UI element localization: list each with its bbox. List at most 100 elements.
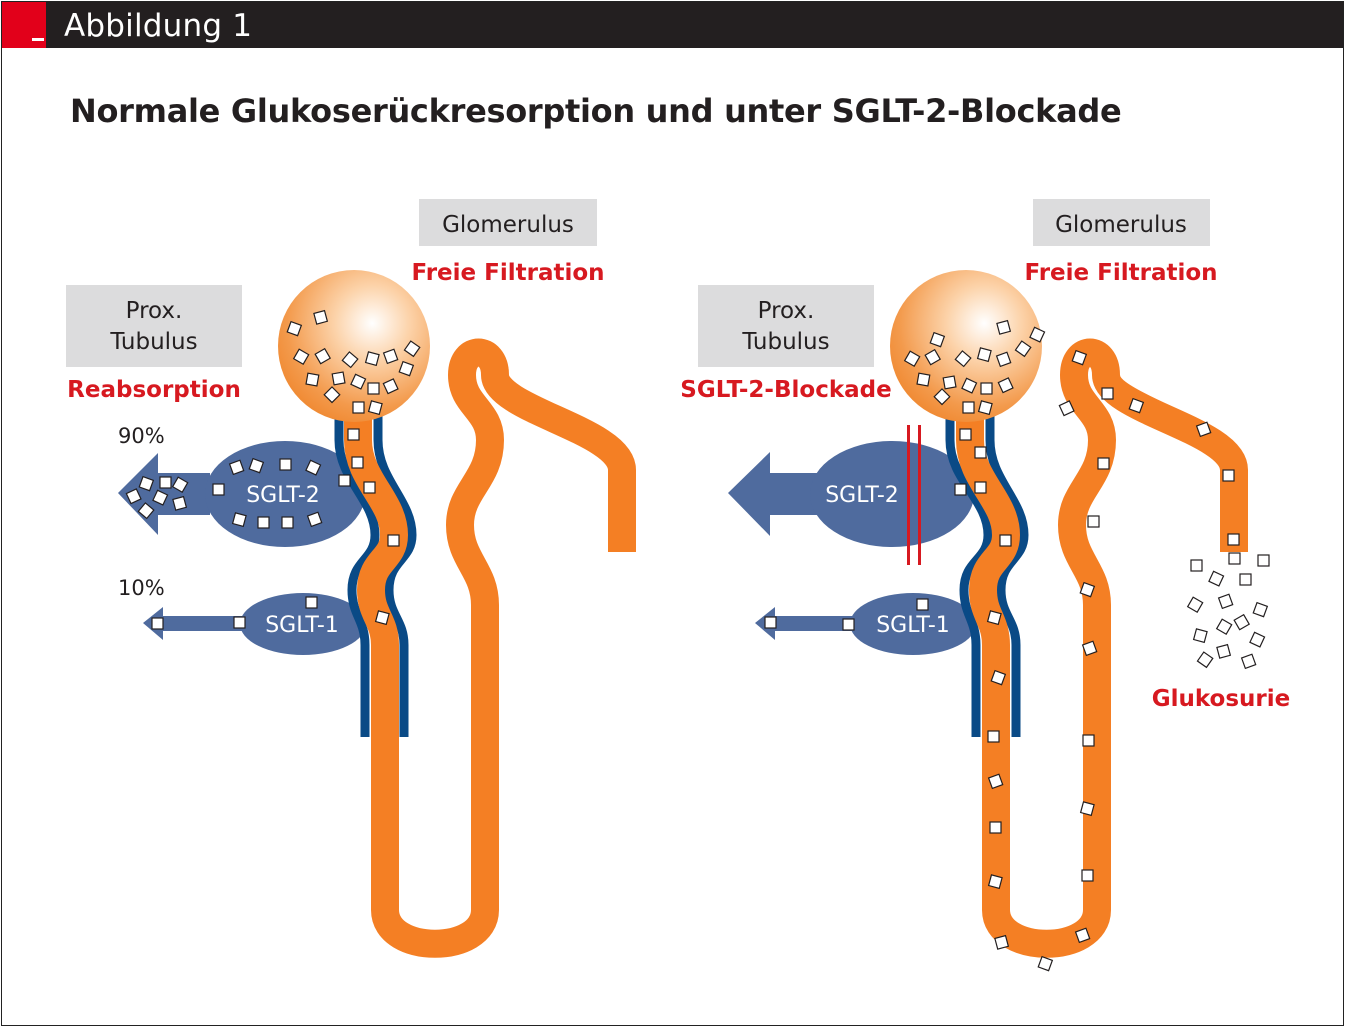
glucose (1196, 651, 1214, 669)
glucose (279, 458, 292, 471)
glucose (929, 331, 946, 348)
glucose (374, 610, 390, 626)
glucose (989, 821, 1002, 834)
glucose (257, 516, 270, 529)
glucose (1195, 421, 1212, 438)
right-tubulus-label-box (698, 285, 874, 367)
right-epithelium-inner (985, 412, 1029, 737)
left-tubulus-label-line2: Tubulus (109, 329, 197, 355)
glucose (314, 347, 332, 365)
right-filtration-label: Freie Filtration (1024, 260, 1217, 286)
glucose (1074, 927, 1091, 944)
glucose (1227, 533, 1240, 546)
glucose (1249, 631, 1266, 648)
glucose (382, 348, 399, 365)
glucose (171, 476, 189, 494)
glucose (987, 874, 1003, 890)
glucose (1186, 596, 1204, 614)
glucose (996, 319, 1012, 335)
left-glomerulus-label: Glomerulus (442, 212, 574, 238)
glucose (1014, 340, 1032, 358)
glucose (323, 386, 341, 404)
glucose (974, 481, 987, 494)
main-title: Normale Glukoserückresorption und unter … (70, 92, 1122, 130)
glucose (924, 348, 942, 366)
glucose (313, 309, 329, 325)
glucose (159, 476, 172, 489)
right-glomerulus-label: Glomerulus (1055, 212, 1187, 238)
glucose (1217, 593, 1234, 610)
right-sglt2-arrow (728, 452, 830, 536)
glucose (916, 372, 931, 387)
glucose (363, 481, 376, 494)
glucose (1087, 515, 1100, 528)
left-panel: Glomerulus Freie Filtration Prox. Tubulu… (66, 199, 636, 958)
glucose (1128, 397, 1145, 414)
glucose (997, 377, 1014, 394)
glucose (305, 372, 320, 387)
glucose (994, 934, 1010, 950)
left-sglt1-share: 10% (118, 576, 165, 600)
glucose (231, 512, 247, 528)
right-glukosurie-label: Glukosurie (1152, 686, 1291, 712)
glucose (986, 610, 1002, 626)
glucose (995, 351, 1012, 368)
glucose (125, 488, 142, 505)
right-blockade-label: SGLT-2-Blockade (680, 377, 891, 403)
glucose (233, 616, 246, 629)
glucose (367, 382, 380, 395)
glucose (1215, 618, 1233, 636)
glucose (980, 382, 993, 395)
glucose (292, 348, 310, 366)
glucose (350, 373, 367, 390)
glucose (987, 730, 1000, 743)
glucose (977, 400, 993, 416)
glucose (152, 489, 169, 506)
right-sglt2-label: SGLT-2 (825, 483, 899, 508)
header-accent (2, 2, 46, 48)
glucose (1216, 643, 1232, 659)
glucose (387, 534, 400, 547)
left-sglt2-share: 90% (118, 424, 165, 448)
right-tubulus-label-line2: Tubulus (741, 329, 829, 355)
figure-number: Abbildung 1 (64, 8, 253, 44)
left-sglt1-label: SGLT-1 (265, 613, 339, 638)
left-filtration-label: Freie Filtration (411, 260, 604, 286)
right-sglt2-transporter (810, 441, 974, 547)
glucose (954, 483, 967, 496)
glucose (1190, 559, 1203, 572)
glucose (974, 446, 987, 459)
glucose (364, 351, 380, 367)
glucose (976, 347, 992, 363)
glucose (398, 360, 415, 377)
glucose (281, 516, 294, 529)
right-tubulus-label-line1: Prox. (758, 298, 815, 324)
glucose (962, 401, 975, 414)
left-tubule (344, 338, 636, 958)
glucose (1081, 640, 1098, 657)
left-sglt1-arrow (143, 607, 255, 640)
glucose (903, 350, 921, 368)
glucose (1079, 801, 1095, 817)
glucose (942, 375, 957, 390)
glucose (842, 618, 855, 631)
header-bar: Abbildung 1 (2, 2, 1343, 48)
glucose (172, 495, 188, 511)
glucose (959, 428, 972, 441)
glucose (212, 483, 225, 496)
right-sglt1-label: SGLT-1 (876, 613, 950, 638)
right-blockade-bar (907, 425, 910, 565)
glucose (347, 428, 360, 441)
left-sglt1-transporter (240, 593, 366, 655)
left-tubulus-label-line1: Prox. (126, 298, 183, 324)
left-reabsorption-label: Reabsorption (67, 377, 241, 403)
glucose (1079, 581, 1096, 598)
right-sglt1-transporter (850, 593, 976, 655)
glucose (1257, 554, 1270, 567)
glucose (367, 400, 383, 416)
glucose (1071, 349, 1088, 366)
left-epithelium-inner (373, 412, 417, 737)
glucose (999, 534, 1012, 547)
glucose (305, 459, 322, 476)
